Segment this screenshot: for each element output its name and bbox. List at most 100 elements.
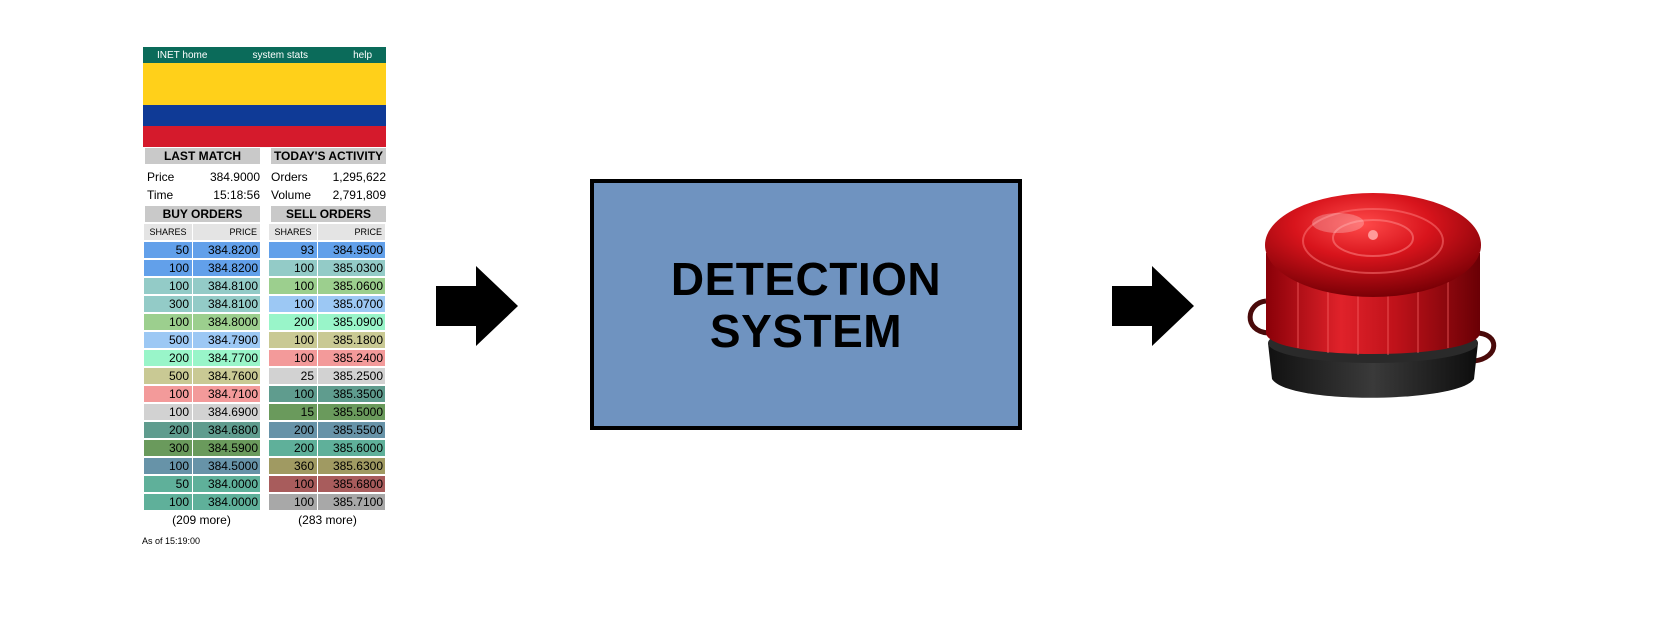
sell-order-shares: 100 xyxy=(269,260,317,276)
buy-order-price: 384.8000 xyxy=(193,314,260,330)
todays-activity-header: TODAY'S ACTIVITY xyxy=(271,148,386,164)
buy-order-shares: 100 xyxy=(144,386,192,402)
sell-order-shares: 100 xyxy=(269,494,317,510)
orders-count: 1,295,622 xyxy=(332,170,386,184)
buy-more-link[interactable]: (209 more) xyxy=(172,513,231,527)
buy-order-shares: 500 xyxy=(144,332,192,348)
sell-order-price: 385.6300 xyxy=(318,458,385,474)
buy-order-price: 384.8100 xyxy=(193,296,260,312)
buy-order-price: 384.0000 xyxy=(193,494,260,510)
order-book-panel: INET home system stats help LAST MATCH T… xyxy=(142,47,386,546)
time-label: Time xyxy=(147,188,174,202)
buy-order-price: 384.7600 xyxy=(193,368,260,384)
sell-order-shares: 15 xyxy=(269,404,317,420)
sell-order-price: 385.0600 xyxy=(318,278,385,294)
buy-order-price: 384.5000 xyxy=(193,458,260,474)
sell-order-shares: 93 xyxy=(269,242,317,258)
flag-yellow-band xyxy=(143,63,386,105)
sell-order-shares: 25 xyxy=(269,368,317,384)
flag-red-band xyxy=(143,126,386,147)
sell-more-link[interactable]: (283 more) xyxy=(298,513,357,527)
nav-inet-home-link[interactable]: INET home xyxy=(157,49,208,61)
sell-order-shares: 100 xyxy=(269,350,317,366)
sell-order-price: 385.0900 xyxy=(318,314,385,330)
price-label: Price xyxy=(147,170,175,184)
last-match-stats: Price 384.9000 Time 15:18:56 xyxy=(143,168,260,204)
sell-order-shares: 200 xyxy=(269,422,317,438)
last-match-time: 15:18:56 xyxy=(213,188,260,202)
volume-count: 2,791,809 xyxy=(332,188,386,202)
buy-order-shares: 100 xyxy=(144,314,192,330)
sell-order-price: 385.3500 xyxy=(318,386,385,402)
sell-order-shares: 200 xyxy=(269,440,317,456)
sell-order-price: 385.5500 xyxy=(318,422,385,438)
buy-order-price: 384.7700 xyxy=(193,350,260,366)
detection-system-label: DETECTION SYSTEM xyxy=(670,252,942,357)
sell-order-shares: 100 xyxy=(269,296,317,312)
detection-system-box: DETECTION SYSTEM xyxy=(590,179,1022,430)
red-alarm-beacon-icon xyxy=(1247,193,1497,398)
buy-price-column-header: PRICE xyxy=(193,224,260,240)
as-of-timestamp: As of 15:19:00 xyxy=(142,536,201,546)
buy-order-price: 384.8200 xyxy=(193,260,260,276)
buy-order-shares: 100 xyxy=(144,278,192,294)
buy-order-price: 384.0000 xyxy=(193,476,260,492)
sell-order-price: 385.2500 xyxy=(318,368,385,384)
flag-blue-band xyxy=(143,105,386,126)
nav-system-stats-link[interactable]: system stats xyxy=(252,49,309,61)
sell-shares-column-header: SHARES xyxy=(269,224,317,240)
sell-order-price: 385.0300 xyxy=(318,260,385,276)
buy-order-price: 384.8200 xyxy=(193,242,260,258)
buy-order-price: 384.7100 xyxy=(193,386,260,402)
buy-order-shares: 300 xyxy=(144,440,192,456)
sell-order-price: 385.6800 xyxy=(318,476,385,492)
buy-order-price: 384.6900 xyxy=(193,404,260,420)
right-arrow-icon xyxy=(436,266,518,346)
sell-order-price: 385.0700 xyxy=(318,296,385,312)
sell-price-column-header: PRICE xyxy=(318,224,385,240)
buy-order-price: 384.8100 xyxy=(193,278,260,294)
right-arrow-icon xyxy=(1112,266,1194,346)
buy-order-shares: 300 xyxy=(144,296,192,312)
top-nav: INET home system stats help xyxy=(143,47,386,63)
buy-order-shares: 500 xyxy=(144,368,192,384)
last-match-header: LAST MATCH xyxy=(145,148,260,164)
volume-label: Volume xyxy=(271,188,312,202)
sell-order-price: 384.9500 xyxy=(318,242,385,258)
sell-order-price: 385.5000 xyxy=(318,404,385,420)
nav-help-link[interactable]: help xyxy=(353,49,372,61)
sell-orders-header: SELL ORDERS xyxy=(271,206,386,222)
sell-order-shares: 100 xyxy=(269,278,317,294)
buy-order-shares: 100 xyxy=(144,494,192,510)
sell-order-shares: 100 xyxy=(269,476,317,492)
todays-activity-stats: Orders 1,295,622 Volume 2,791,809 xyxy=(269,168,386,204)
buy-order-price: 384.7900 xyxy=(193,332,260,348)
buy-order-shares: 50 xyxy=(144,242,192,258)
buy-order-shares: 100 xyxy=(144,458,192,474)
buy-order-shares: 100 xyxy=(144,260,192,276)
buy-order-shares: 50 xyxy=(144,476,192,492)
orders-label: Orders xyxy=(271,170,308,184)
